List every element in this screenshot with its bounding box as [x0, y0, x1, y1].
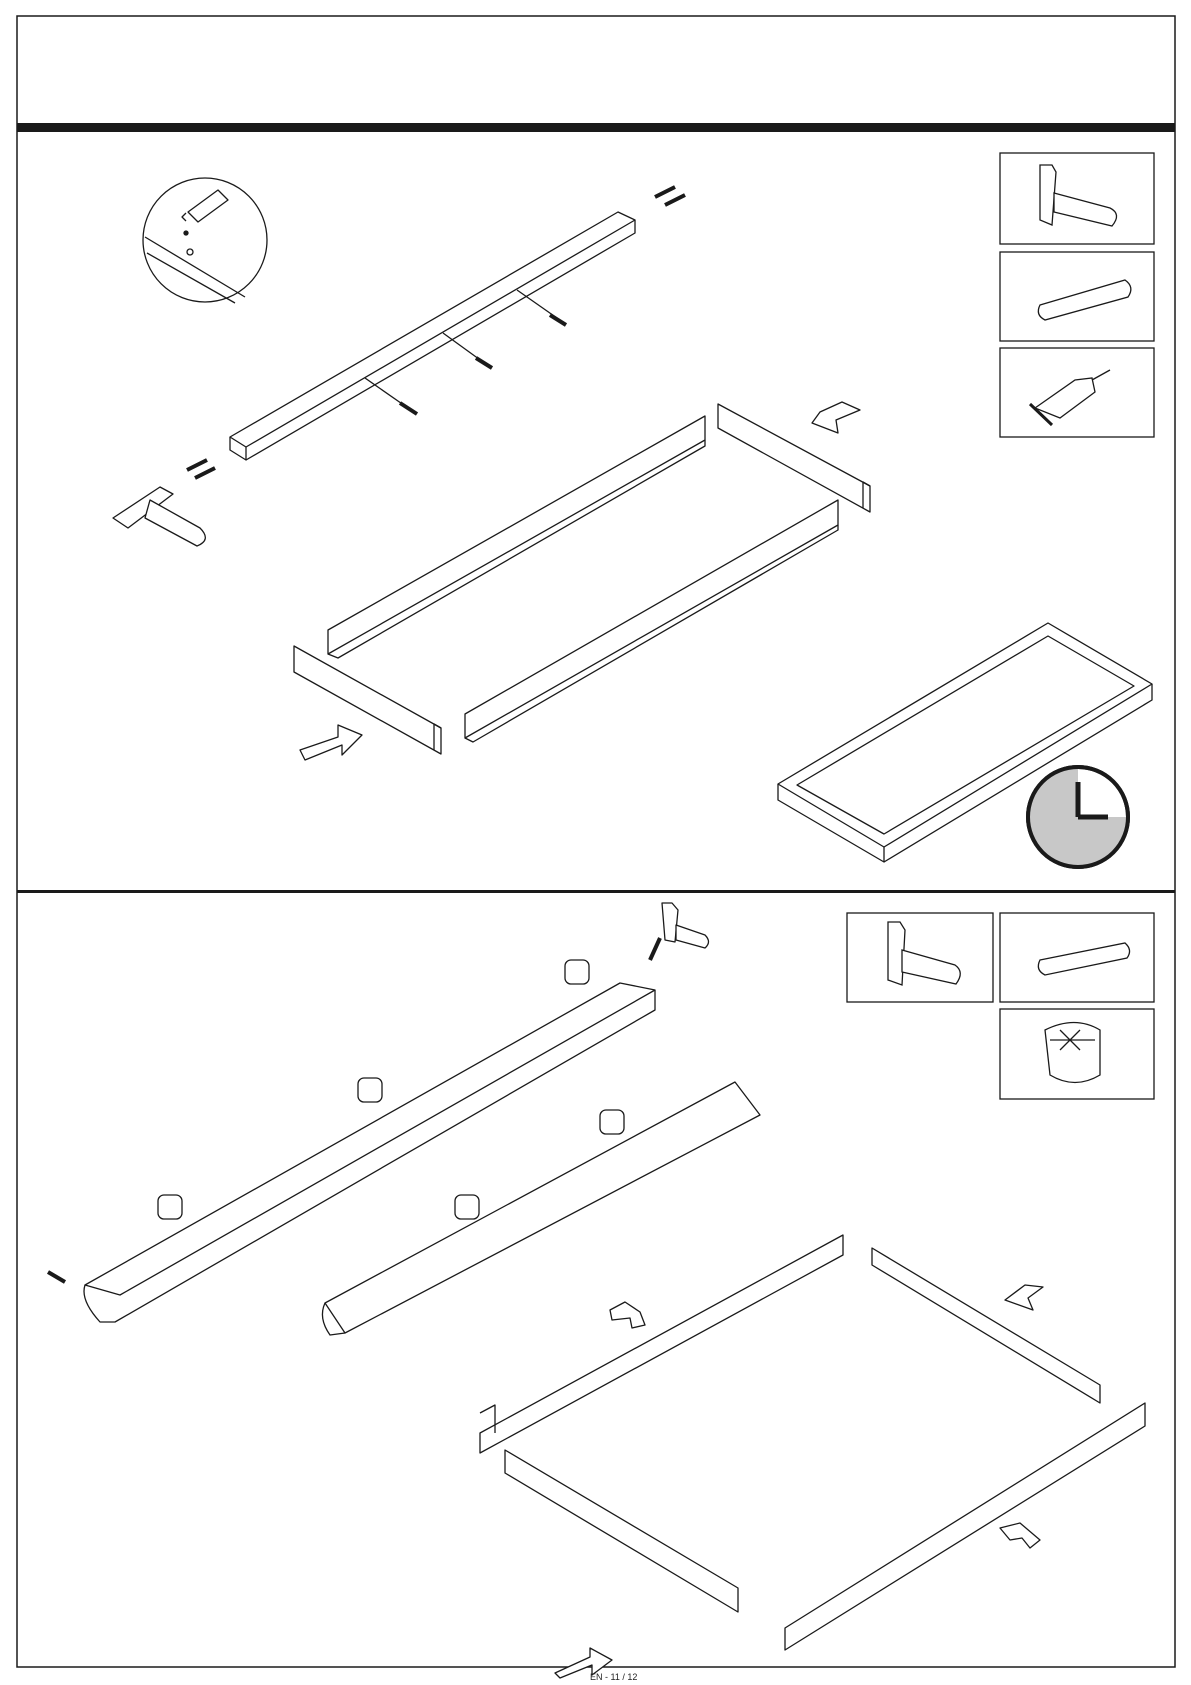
rail-with-cam-locks — [84, 983, 655, 1322]
frame-board-top — [480, 1235, 843, 1453]
hammer-icon — [888, 922, 960, 985]
hammer-icon — [113, 487, 205, 546]
page-footer: EN - 11 / 12 — [590, 1672, 637, 1682]
step-1-tool-boxes — [1000, 153, 1154, 437]
glue-detail-circle — [143, 178, 267, 303]
hammer-icon — [1040, 165, 1117, 226]
frame-board-right-end — [872, 1248, 1100, 1403]
wooden-dowel-icon — [1038, 280, 1131, 320]
header-bar — [17, 123, 1175, 132]
frame-board-right — [785, 1403, 1145, 1650]
glue-brush-icon — [1030, 370, 1110, 425]
step-1 — [113, 178, 1152, 867]
step-divider — [17, 890, 1175, 893]
end-board-left — [294, 646, 441, 754]
dowel-icon — [48, 1272, 65, 1282]
cam-lock-icon — [1045, 1023, 1100, 1083]
hammer-icon — [650, 903, 709, 960]
clock-icon — [1028, 767, 1128, 867]
frame-board-left — [505, 1450, 738, 1612]
end-board-right — [718, 404, 870, 512]
step-2 — [48, 903, 1145, 1678]
wooden-dowel-icon — [1038, 943, 1129, 975]
step-2-tool-boxes — [847, 913, 1154, 1099]
